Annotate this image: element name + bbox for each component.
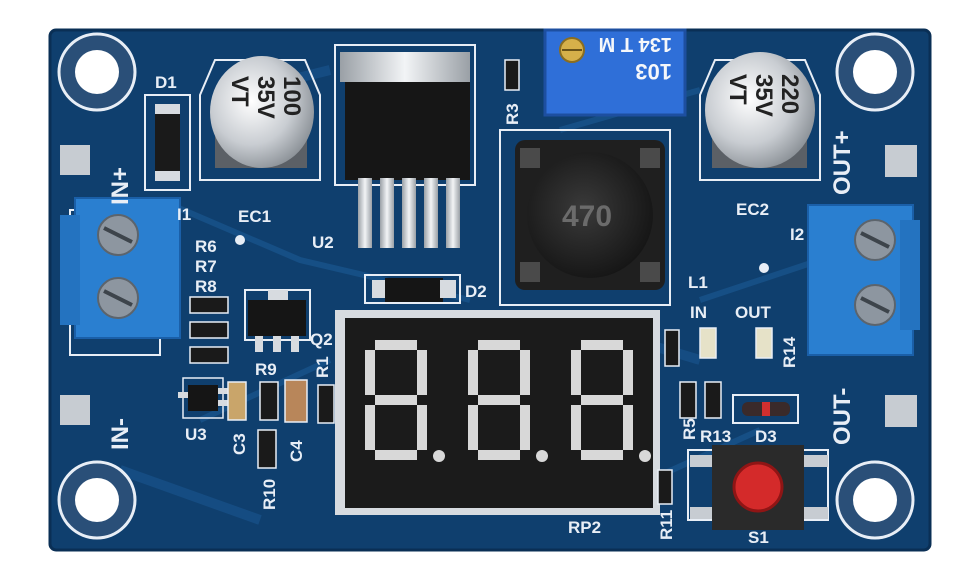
display-segment: [520, 350, 530, 395]
label-r8: R8: [195, 277, 217, 296]
mounting-hole-top-left: [57, 32, 137, 112]
display-segment: [478, 395, 520, 405]
label-l1: L1: [688, 273, 708, 292]
ec1-marking-1: 100: [278, 76, 305, 116]
label-s1: S1: [748, 528, 769, 547]
push-button-s1[interactable]: [687, 445, 829, 530]
display-segment: [468, 350, 478, 395]
label-out-plus: OUT+: [829, 130, 856, 195]
display-segment: [375, 450, 417, 460]
display-segment: [478, 450, 520, 460]
capacitor-ec2: 220 35V VT: [699, 52, 821, 181]
display-segment: [375, 395, 417, 405]
diode-d1: [144, 94, 191, 191]
display-segment: [581, 450, 623, 460]
label-r14: R14: [780, 336, 799, 368]
display-digit: [571, 340, 651, 462]
diode-d3: [732, 394, 799, 424]
regulator-u2: [334, 44, 476, 248]
display-segment: [365, 350, 375, 395]
mounting-hole-top-right: [835, 32, 915, 112]
trimmer-marking-1: 103: [635, 59, 672, 84]
trimmer-marking-2: 134 T M: [599, 33, 672, 55]
chip-u3: [178, 377, 228, 419]
label-r11: R11: [657, 510, 676, 540]
ec2-marking-1: 220: [776, 74, 803, 114]
label-c3: C3: [230, 433, 249, 455]
label-d1: D1: [155, 73, 177, 92]
display-digit: [365, 340, 445, 462]
display-segment: [478, 340, 520, 350]
display-segment: [623, 405, 633, 450]
label-d3: D3: [755, 427, 777, 446]
label-j2: I2: [790, 225, 804, 244]
display-segment: [468, 405, 478, 450]
display-segment: [623, 350, 633, 395]
display-segment: [375, 340, 417, 350]
label-r3: R3: [503, 103, 522, 125]
resistor-array-left: [189, 296, 229, 364]
display-segment: [571, 405, 581, 450]
label-r6: R6: [195, 237, 217, 256]
label-out-led: OUT: [735, 303, 772, 322]
ec1-marking-3: VT: [226, 76, 253, 107]
display-decimal-point: [433, 450, 445, 462]
display-decimal-point: [536, 450, 548, 462]
label-rp2: RP2: [568, 518, 601, 537]
label-out-minus: OUT-: [829, 388, 856, 445]
display-segment: [581, 395, 623, 405]
transistor-q2: [244, 289, 311, 352]
output-terminal-block[interactable]: [807, 204, 920, 356]
ec2-marking-3: VT: [724, 74, 751, 105]
mounting-hole-bottom-right: [835, 460, 915, 540]
inductor-l1: 470: [499, 129, 671, 306]
label-in-plus: IN+: [107, 167, 134, 205]
display-digit: [468, 340, 548, 462]
label-ec2: EC2: [736, 200, 769, 219]
label-in-led: IN: [690, 303, 707, 322]
display-decimal-point: [639, 450, 651, 462]
label-ec1: EC1: [238, 207, 271, 226]
label-c4: C4: [287, 440, 306, 462]
inductor-marking: 470: [562, 200, 612, 233]
seven-segment-display: [335, 310, 660, 515]
label-r7: R7: [195, 257, 217, 276]
input-terminal-block[interactable]: [60, 197, 181, 356]
display-segment: [520, 405, 530, 450]
label-r9: R9: [255, 360, 277, 379]
ec2-marking-2: 35V: [750, 74, 777, 117]
label-r13: R13: [700, 427, 731, 446]
label-r10: R10: [260, 479, 279, 510]
diode-d2: [364, 274, 461, 304]
display-segment: [581, 340, 623, 350]
trimmer-potentiometer[interactable]: 103 134 T M: [543, 28, 687, 117]
display-segment: [571, 350, 581, 395]
ec1-marking-2: 35V: [252, 76, 279, 119]
display-segment: [417, 405, 427, 450]
label-j1: I1: [177, 205, 191, 224]
label-r1: R1: [313, 356, 332, 378]
label-r5: R5: [680, 418, 699, 440]
display-segment: [365, 405, 375, 450]
label-in-minus: IN-: [107, 418, 134, 450]
label-u3: U3: [185, 425, 207, 444]
mounting-hole-bottom-left: [57, 460, 137, 540]
capacitor-ec1: 100 35V VT: [199, 56, 321, 181]
display-digits: [365, 340, 651, 462]
display-segment: [417, 350, 427, 395]
label-d2: D2: [465, 282, 487, 301]
label-q2: Q2: [310, 330, 333, 349]
label-u2: U2: [312, 233, 334, 252]
